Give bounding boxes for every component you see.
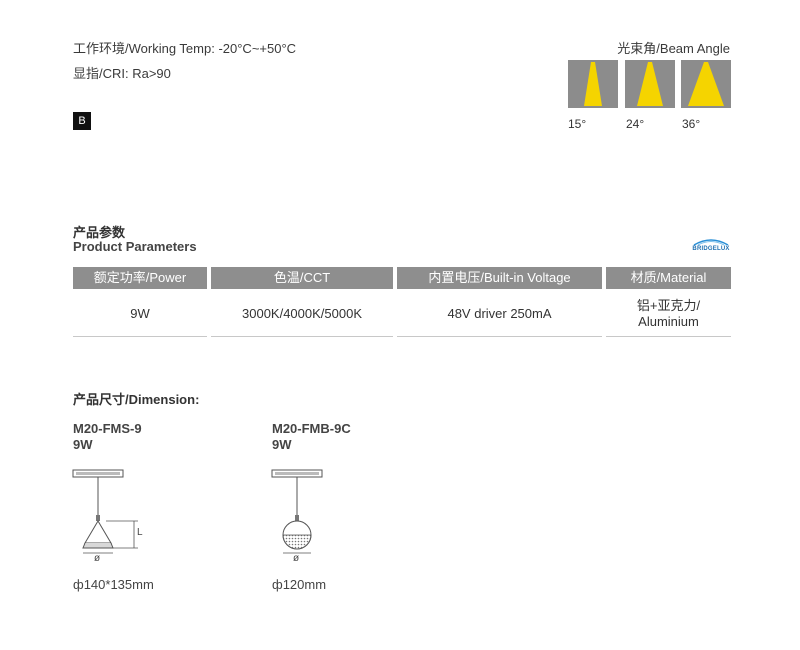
beam-15-icon — [568, 60, 618, 108]
model-1-size: ф140*135mm — [73, 577, 154, 592]
header-material: 材质/Material — [606, 267, 731, 289]
dimension-title: 产品尺寸/Dimension: — [73, 392, 200, 407]
beam-24-icon — [625, 60, 675, 108]
model-2-power: 9W — [272, 437, 292, 452]
header-voltage: 内置电压/Built-in Voltage — [397, 267, 602, 289]
cell-material: 铝+亚克力/ Aluminium — [606, 292, 731, 337]
cell-cct: 3000K/4000K/5000K — [211, 292, 393, 337]
params-title-en: Product Parameters — [73, 239, 197, 254]
cri-spec: 显指/CRI: Ra>90 — [73, 66, 171, 81]
bridgelux-logo: BRIDGELUX — [690, 236, 732, 256]
model-2-size: ф120mm — [272, 577, 327, 592]
ball-pendant-drawing: ø — [267, 465, 337, 570]
model-2-name: M20-FMB-9C — [272, 421, 351, 436]
cell-power: 9W — [73, 292, 207, 337]
beam-angle-15: 15° — [568, 117, 587, 131]
variant-badge: B — [73, 112, 91, 130]
cone-length-label: L — [137, 527, 143, 538]
beam-angle-36: 36° — [682, 117, 701, 131]
params-title-zh: 产品参数 — [73, 225, 126, 240]
beam-angle-title: 光束角/Beam Angle — [617, 41, 730, 56]
header-power: 额定功率/Power — [73, 267, 207, 289]
model-1-power: 9W — [73, 437, 93, 452]
cell-voltage: 48V driver 250mA — [397, 292, 602, 337]
cone-pendant-drawing: L ø — [68, 465, 158, 570]
ball-diameter-label: ø — [293, 553, 300, 564]
beam-36-icon — [681, 60, 731, 108]
beam-angle-24: 24° — [626, 117, 645, 131]
cone-diameter-label: ø — [94, 553, 101, 564]
bridgelux-logo-text: BRIDGELUX — [692, 246, 730, 252]
working-temp-spec: 工作环境/Working Temp: -20°C~+50°C — [73, 41, 297, 56]
header-cct: 色温/CCT — [211, 267, 393, 289]
model-1-name: M20-FMS-9 — [73, 421, 142, 436]
